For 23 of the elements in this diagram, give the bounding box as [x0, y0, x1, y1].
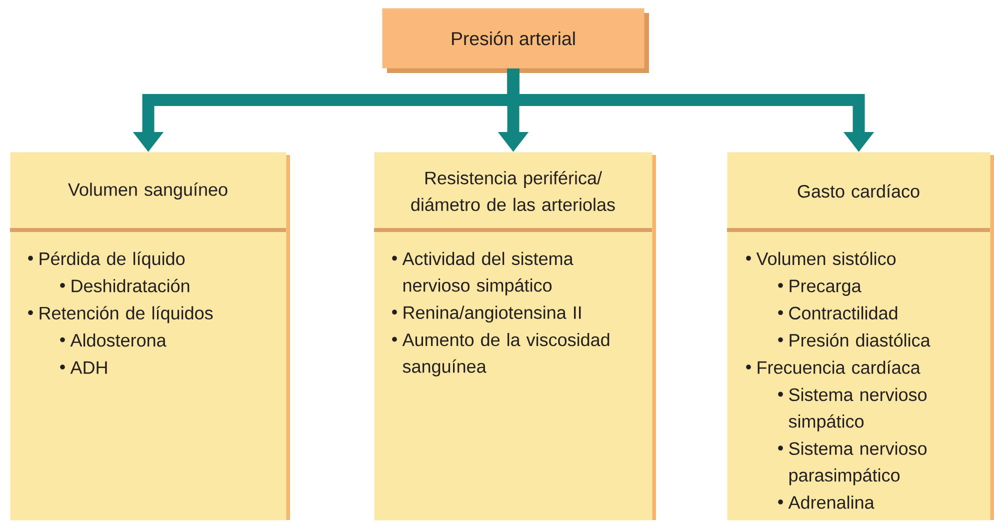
bullet-item: Frecuencia cardíaca — [746, 360, 920, 374]
bullet-item: ADH — [60, 361, 107, 374]
bullet-item: Retención de líquidos — [28, 306, 213, 324]
bullet-item: Aldosterona — [60, 334, 166, 347]
bullet-item: Aumento de la viscosidad sanguínea — [392, 332, 610, 376]
card-heading: Resistencia periférica/ diámetro de las arteriolas — [411, 170, 615, 212]
top-box: Presión arterial — [382, 8, 649, 73]
bullet-item: Pérdida de líquido — [28, 252, 185, 269]
bullet-item: Actividad del sistema nervioso simpático — [392, 252, 574, 296]
bullet-item: Volumen sistólico — [746, 252, 896, 266]
info-card — [727, 152, 994, 520]
info-card — [374, 152, 656, 520]
bullet-item: Precarga — [778, 280, 862, 296]
bullet-item: Sistema nervioso simpático — [778, 388, 927, 432]
bullet-item: Sistema nervioso parasimpático — [778, 442, 927, 486]
bullet-item: Renina/angiotensina II — [392, 306, 581, 323]
card-heading: Volumen sanguíneo — [68, 182, 228, 200]
bullet-item: Contractilidad — [778, 306, 898, 320]
bullet-item: Presión diastólica — [778, 333, 930, 347]
bullet-item: Adrenalina — [778, 496, 874, 509]
card-heading: Gasto cardíaco — [798, 184, 920, 198]
info-card — [10, 152, 290, 520]
bullet-item: Deshidratación — [60, 278, 190, 292]
